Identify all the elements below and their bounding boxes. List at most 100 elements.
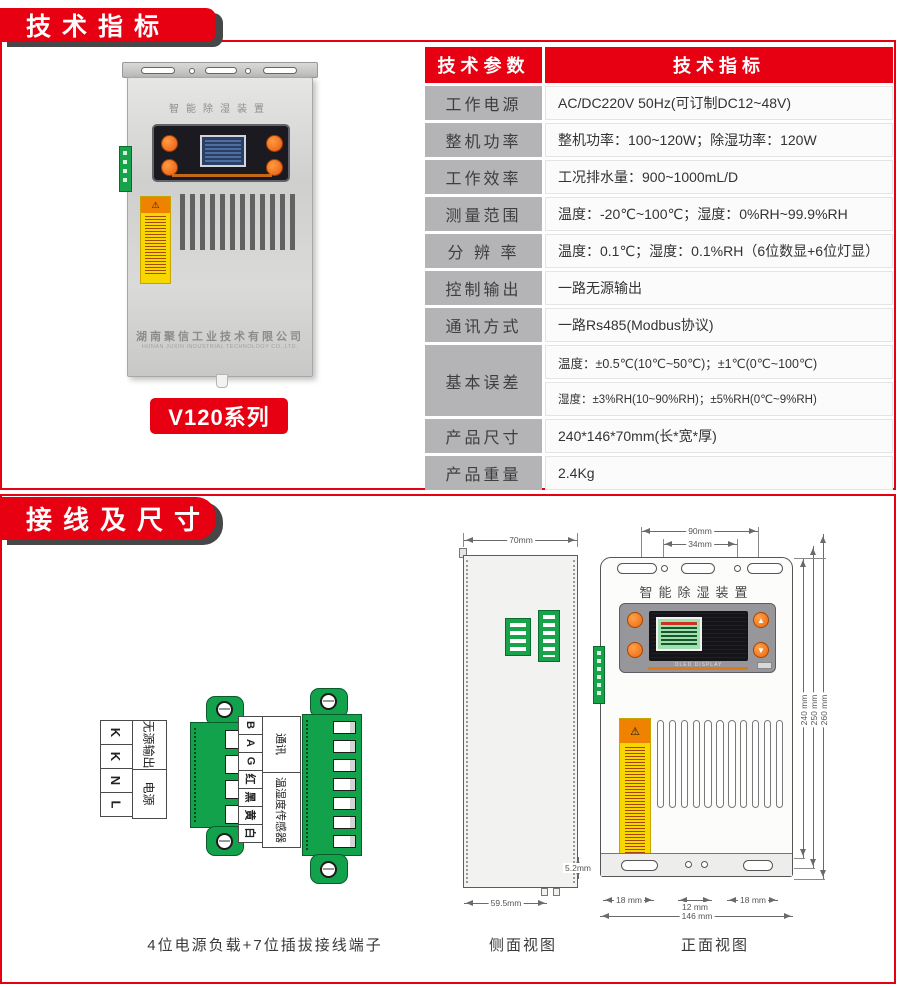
header-param: 技术参数 (425, 47, 542, 83)
panel-text-band (172, 174, 272, 177)
pin-label: G (237, 751, 263, 771)
ext-line (794, 858, 805, 859)
down-button: ▼ (753, 642, 769, 658)
flange-hole (701, 861, 708, 868)
dim-label-18mm-right: 18 mm (738, 895, 768, 905)
dim-label-70mm: 70mm (507, 535, 535, 545)
terminal-slot (333, 759, 356, 772)
table-row: 整机功率 整机功率：100~120W；除湿功率：120W (425, 123, 893, 157)
front-view: 90mm 34mm 智能除湿装置 OLED DISPLAY ▲ ▼ (563, 525, 900, 945)
pin-group-label: 温湿度传感器 (261, 771, 301, 848)
dim-label-59mm: 59.5mm (488, 898, 524, 908)
side-connector-4pin (505, 618, 531, 656)
plug-screw (320, 693, 337, 710)
dim-label-146mm: 146 mm (679, 911, 715, 921)
series-badge: V120系列 (150, 398, 288, 434)
front-control-panel: OLED DISPLAY ▲ ▼ (619, 603, 776, 673)
flange-slot (743, 860, 773, 871)
panel-display (200, 135, 246, 167)
connector7-label-table: B A G 红 黑 黄 白 通讯 温湿度传感器 (237, 715, 301, 848)
mount-slot (747, 563, 783, 574)
terminal-slot (333, 778, 356, 791)
ext-line (641, 527, 642, 559)
pin-group-label: 电源 (131, 768, 167, 819)
plug-screw (216, 701, 233, 718)
connector4-label-table: K K N L 无源输出 电源 (99, 719, 167, 819)
pin-label: 黑 (237, 787, 263, 807)
spec-table: 技术参数 技术指标 工作电源 AC/DC220V 50Hz(可订制DC12~48… (425, 47, 893, 493)
mount-hole (734, 565, 741, 572)
side-terminal-connector (119, 146, 132, 192)
vent-slots (180, 194, 296, 250)
dim-label-250mm: 250 mm (809, 692, 819, 728)
pin-label: 红 (237, 769, 263, 789)
pin-label: N (99, 767, 133, 793)
table-row: 工作效率 工况排水量：900~1000mL/D (425, 160, 893, 194)
company-name-cn: 湖南聚信工业技术有限公司 (136, 331, 304, 343)
front-warning-label: ⚠ (619, 718, 651, 870)
section2-frame (0, 494, 896, 984)
warning-icon: ⚠ (620, 719, 650, 743)
pin-label: L (99, 791, 133, 817)
mounting-bracket (122, 62, 318, 78)
ext-line (794, 558, 826, 559)
side-view-caption: 侧面视图 (488, 937, 557, 954)
table-row: 分 辨 率 温度：0.1℃；湿度：0.1%RH（6位数显+6位灯显） (425, 234, 893, 268)
ext-line (794, 879, 825, 880)
plug-screw (320, 861, 337, 878)
bracket-slot (141, 67, 175, 74)
table-row: 通讯方式 一路Rs485(Modbus协议) (425, 308, 893, 342)
front-view-caption: 正面视图 (680, 937, 749, 954)
ext-line (577, 533, 578, 547)
terminal-slot (333, 835, 356, 848)
dim-line-12mm (678, 897, 712, 903)
flange-hole (685, 861, 692, 868)
mount-slot (617, 563, 657, 574)
oled-label: OLED DISPLAY (674, 662, 723, 668)
side-foot (553, 888, 560, 896)
panel-button (266, 135, 283, 152)
side-connector-7pin (538, 610, 560, 662)
terminal-slot (333, 721, 356, 734)
terminal-slot (333, 797, 356, 810)
table-row: 测量范围 温度：-20℃~100℃；湿度：0%RH~99.9%RH (425, 197, 893, 231)
company-name-en: HUNAN JUXIN INDUSTRIAL TECHNOLOGY CO.,LT… (141, 344, 299, 350)
drain-nozzle (216, 374, 228, 388)
section1-banner: 技术指标 (0, 8, 216, 42)
flange-slot (621, 860, 658, 871)
panel-model-tag (757, 662, 772, 669)
dim-label-34mm: 34mm (686, 539, 714, 549)
section2-banner: 接线及尺寸 (0, 497, 216, 540)
front-left-connector (593, 646, 605, 704)
front-view-body: 智能除湿装置 OLED DISPLAY ▲ ▼ ⚠ (593, 557, 793, 877)
terminal-plug-7pin (302, 688, 368, 884)
spec-table-header: 技术参数 技术指标 (425, 47, 893, 83)
oled-screen (656, 617, 702, 651)
dim-label-90mm: 90mm (686, 526, 714, 536)
pin-label: A (237, 733, 263, 753)
dim-label-260mm: 260 mm (819, 692, 829, 728)
warning-text-lines (625, 747, 645, 861)
warning-text-lines (145, 216, 166, 276)
table-row: 产品重量 2.4Kg (425, 456, 893, 490)
ext-line (663, 539, 664, 561)
bottom-flange (601, 853, 792, 876)
plug-screw (216, 833, 233, 850)
front-vent-slots (657, 720, 783, 808)
pin-group-label: 通讯 (261, 715, 301, 773)
table-row: 控制输出 一路无源输出 (425, 271, 893, 305)
dim-label-12mm: 12 mm (680, 902, 710, 912)
pin-label: 白 (237, 823, 263, 843)
side-view-body (463, 555, 578, 888)
bracket-hole (245, 68, 251, 74)
ext-line (737, 539, 738, 561)
pin-label: B (237, 715, 263, 735)
wiring-caption: 4位电源负载+7位插拔接线端子 (147, 937, 383, 954)
warning-icon: ⚠ (141, 197, 170, 213)
device-body: 智能除湿装置 ⚠ 湖南聚信工业技术有限公司 HUNAN JUXIN INDUST… (119, 77, 313, 388)
control-panel (152, 124, 290, 182)
panel-text-band (648, 667, 748, 670)
pin-label: K (99, 719, 133, 745)
table-row: 工作电源 AC/DC220V 50Hz(可订制DC12~48V) (425, 86, 893, 120)
